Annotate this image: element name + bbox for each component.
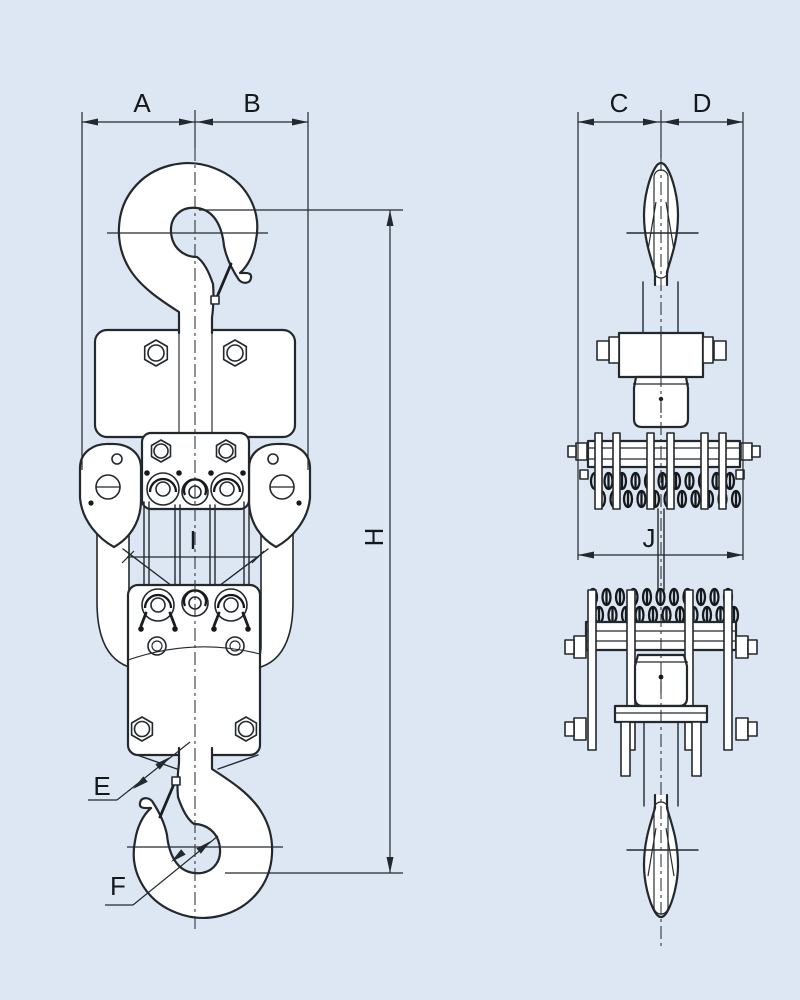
- lower-block-arc: [127, 646, 261, 661]
- dim-label-b: B: [243, 88, 260, 118]
- plate-nut-left: [143, 339, 169, 367]
- upper-sprockets: [144, 470, 246, 506]
- lower-chain-magazine: [589, 589, 738, 623]
- chain-falls: [122, 501, 269, 590]
- top-hook: [117, 162, 259, 335]
- dim-label-d: D: [693, 88, 712, 118]
- hook-latch: [215, 262, 233, 299]
- dim-label-h: H: [359, 528, 389, 547]
- inner-block-nut-left: [150, 439, 172, 463]
- dim-label-e: E: [93, 771, 110, 801]
- block-bolt-left-head: [596, 340, 610, 361]
- dimensions: A B C D H I J E: [81, 88, 744, 906]
- lower-block-hole-right: [225, 636, 245, 656]
- lower-sprockets: [138, 588, 251, 632]
- block-bolt-right-head: [713, 340, 727, 361]
- dim-label-j: J: [643, 523, 656, 553]
- block-bolt-left-washer: [608, 336, 620, 364]
- leader-e: [116, 741, 191, 801]
- lower-block-nut-right: [234, 716, 258, 742]
- lower-frame-posts: [587, 589, 733, 751]
- neck-left: [136, 754, 178, 770]
- left-side-plate: [78, 442, 143, 549]
- dim-label-a: A: [133, 88, 151, 118]
- front-view: [78, 110, 312, 932]
- dim-label-i: I: [189, 525, 196, 555]
- bottom-hook: [132, 746, 274, 920]
- block-bolt-right-washer: [702, 336, 714, 364]
- hook-latch-end: [210, 295, 220, 305]
- dim-label-c: C: [610, 88, 629, 118]
- inner-block-nut-right: [215, 439, 237, 463]
- lower-block-nut-left: [130, 716, 154, 742]
- upper-frame-band: [586, 439, 742, 469]
- plate-nut-right: [222, 339, 248, 367]
- right-side-plate: [247, 442, 312, 549]
- side-view: [564, 110, 761, 948]
- upper-frame-posts: [594, 432, 727, 510]
- dim-label-f: F: [110, 871, 126, 901]
- neck-right: [217, 754, 259, 770]
